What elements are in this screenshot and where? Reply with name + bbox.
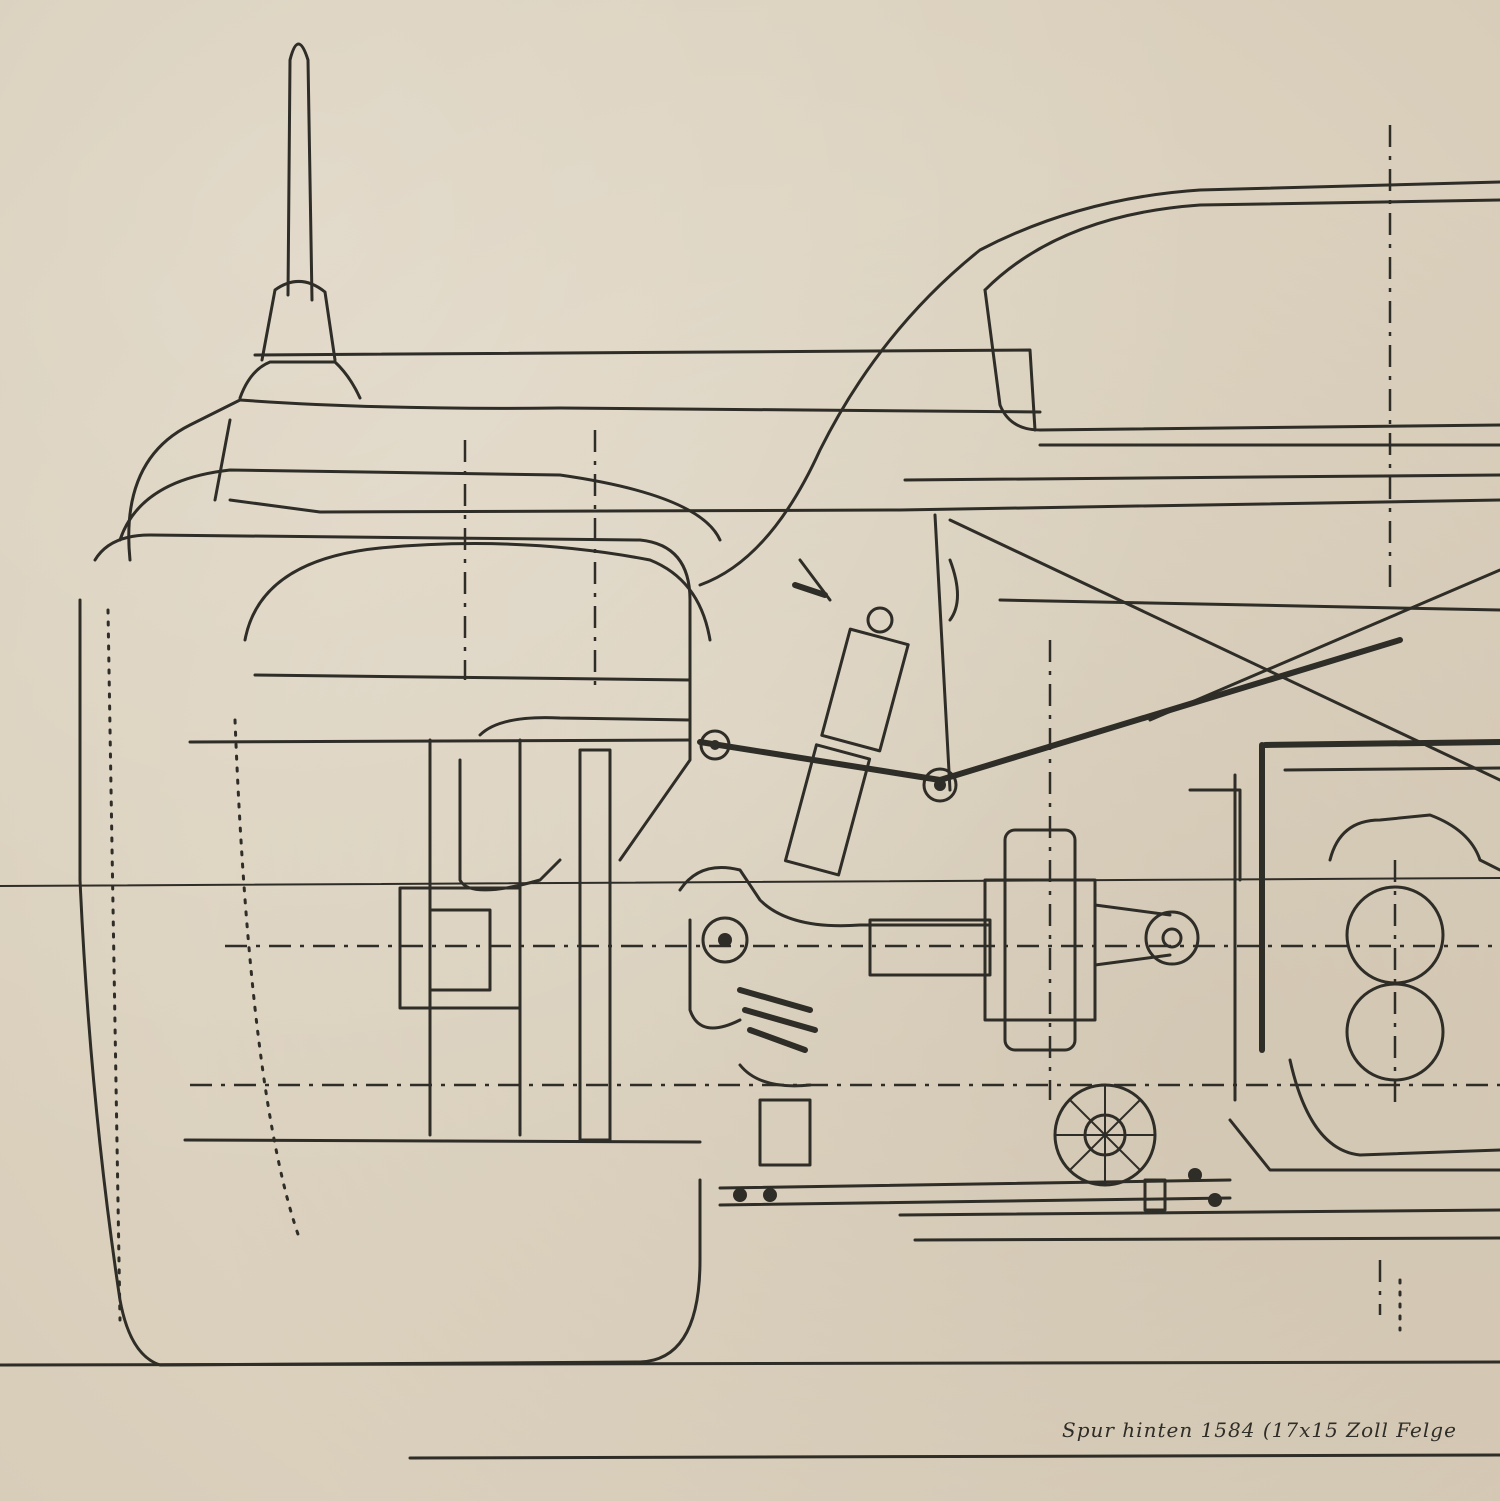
spring-bracket [737,987,818,1167]
datum-lines [0,738,1500,1460]
pulley-wheel [1053,1083,1157,1187]
drawing-caption: Spur hinten 1584 (17x15 Zoll Felge [1062,1418,1457,1442]
construction-lines [463,430,1402,1332]
antenna [238,42,362,400]
shock-absorber [783,558,959,877]
drive-shaft [678,828,1200,1052]
differential [1188,739,1500,1172]
body-shell [78,348,1500,1367]
lower-link [718,1168,1500,1242]
control-arms [697,513,1500,803]
roof-outline [698,125,1500,590]
wheel-upright [398,716,692,1142]
